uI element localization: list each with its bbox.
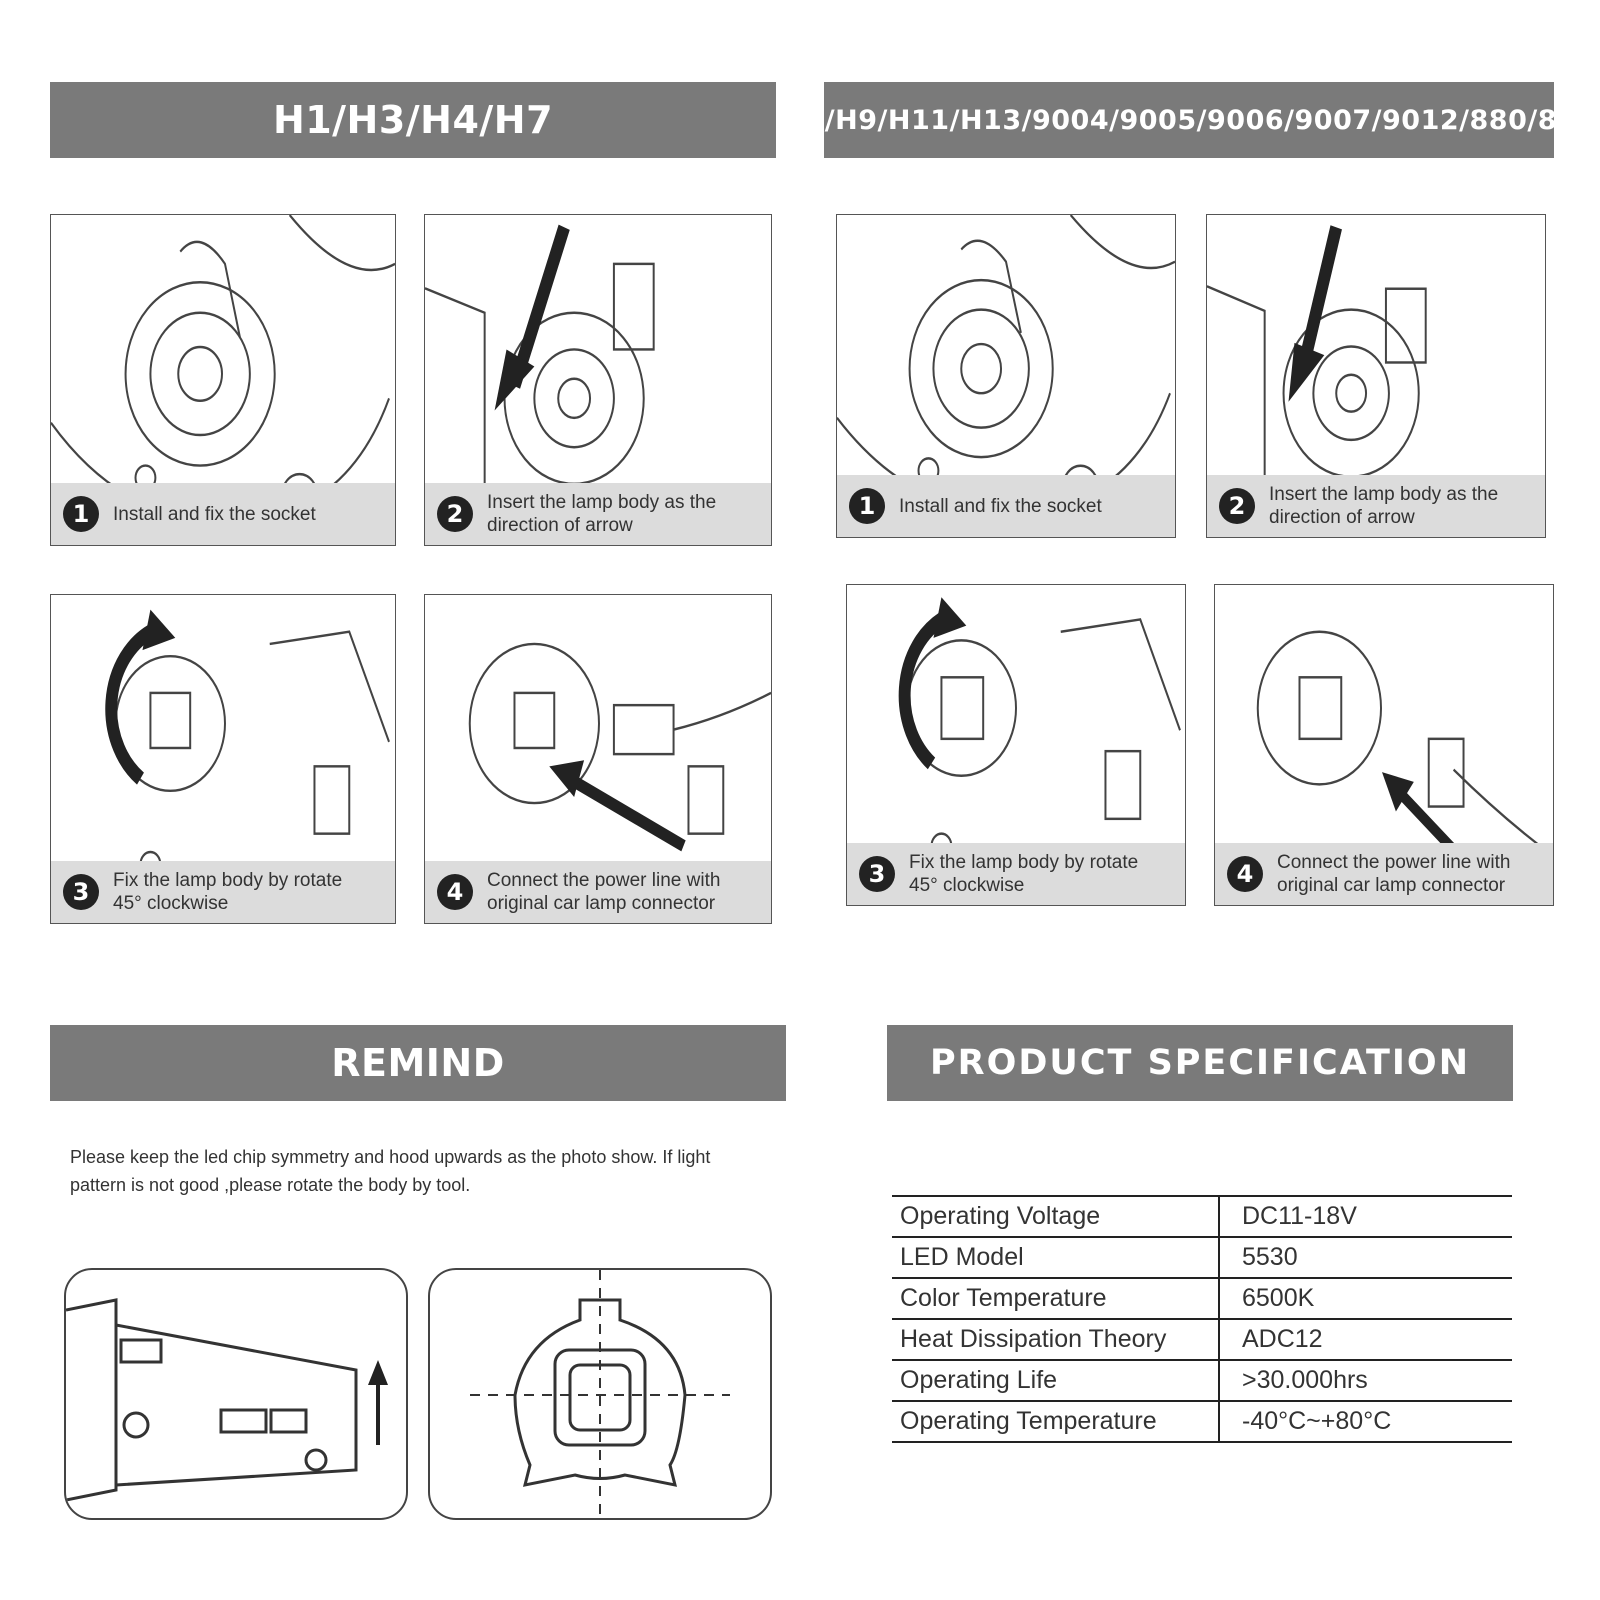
bulb-front-view-illustration: [428, 1268, 772, 1520]
rotate-lamp-illustration: [105, 609, 390, 878]
step-text: Fix the lamp body by rotate 45° clockwis…: [113, 870, 343, 914]
left-step-2-caption: 2 Insert the lamp body as the direction …: [425, 483, 771, 545]
left-step-4-panel: 4 Connect the power line with original c…: [424, 594, 772, 924]
spec-row: Operating Life>30.000hrs: [892, 1359, 1512, 1401]
step-text: Connect the power line with original car…: [487, 870, 721, 914]
led-bulb-drawing: [66, 1298, 388, 1502]
step-text: Connect the power line with original car…: [1277, 852, 1511, 896]
spec-key: Operating Temperature: [892, 1400, 1220, 1443]
right-step-4-panel: 4 Connect the power line with original c…: [1214, 584, 1554, 906]
step-number-badge: 2: [437, 496, 473, 532]
left-step-3-caption: 3 Fix the lamp body by rotate 45° clockw…: [51, 861, 395, 923]
spec-title: PRODUCT SPECIFICATION: [887, 1025, 1513, 1101]
left-step-3-panel: 3 Fix the lamp body by rotate 45° clockw…: [50, 594, 396, 924]
step-number-badge: 1: [63, 496, 99, 532]
spec-key: Operating Life: [892, 1359, 1220, 1401]
right-step-3-caption: 3 Fix the lamp body by rotate 45° clockw…: [847, 843, 1185, 905]
step-number-badge: 4: [437, 874, 473, 910]
spec-key: Operating Voltage: [892, 1195, 1220, 1237]
remind-text: Please keep the led chip symmetry and ho…: [70, 1147, 711, 1195]
step-number-badge: 3: [63, 874, 99, 910]
rotate-lamp-illustration: [898, 597, 1181, 860]
left-section-title: H1/H3/H4/H7: [50, 82, 776, 158]
spec-value: 5530: [1219, 1236, 1512, 1278]
spec-value: 6500K: [1219, 1277, 1512, 1319]
spec-value: DC11-18V: [1219, 1195, 1512, 1237]
step-number-badge: 4: [1227, 856, 1263, 892]
step-text: Insert the lamp body as the direction of…: [487, 492, 717, 536]
step-text: Fix the lamp body by rotate 45° clockwis…: [909, 852, 1139, 896]
bulb-side-view-illustration: [64, 1268, 408, 1520]
spec-value: >30.000hrs: [1219, 1359, 1512, 1401]
insert-lamp-illustration: [425, 224, 659, 533]
step-number-badge: 3: [859, 856, 895, 892]
right-step-2-caption: 2 Insert the lamp body as the direction …: [1207, 475, 1545, 537]
spec-key: Color Temperature: [892, 1277, 1220, 1319]
right-step-1-caption: 1 Install and fix the socket: [837, 475, 1175, 537]
left-step-2-panel: 2 Insert the lamp body as the direction …: [424, 214, 772, 546]
right-section-title: H8/H9/H11/H13/9004/9005/9006/9007/9012/8…: [782, 82, 1595, 158]
step-text: Insert the lamp body as the direction of…: [1269, 484, 1499, 528]
step-number-badge: 2: [1219, 488, 1255, 524]
spec-key: Heat Dissipation Theory: [892, 1318, 1220, 1360]
right-step-2-panel: 2 Insert the lamp body as the direction …: [1206, 214, 1546, 538]
right-step-1-panel: 1 Install and fix the socket: [836, 214, 1176, 538]
spec-row: Operating Temperature-40°C~+80°C: [892, 1400, 1512, 1443]
spec-value: -40°C~+80°C: [1219, 1400, 1512, 1443]
spec-key: LED Model: [892, 1236, 1220, 1278]
spec-value: ADC12: [1219, 1318, 1512, 1360]
left-step-1-caption: 1 Install and fix the socket: [51, 483, 395, 545]
left-step-1-panel: 1 Install and fix the socket: [50, 214, 396, 546]
remind-title: REMIND: [50, 1025, 786, 1101]
right-step-3-panel: 3 Fix the lamp body by rotate 45° clockw…: [846, 584, 1186, 906]
connect-power-illustration: [468, 642, 771, 852]
step-number-badge: 1: [849, 488, 885, 524]
right-step-4-caption: 4 Connect the power line with original c…: [1215, 843, 1553, 905]
step-text: Install and fix the socket: [899, 495, 1102, 517]
step-text: Install and fix the socket: [113, 503, 316, 525]
bulb-base-drawing: [470, 1270, 730, 1518]
left-step-4-caption: 4 Connect the power line with original c…: [425, 861, 771, 923]
